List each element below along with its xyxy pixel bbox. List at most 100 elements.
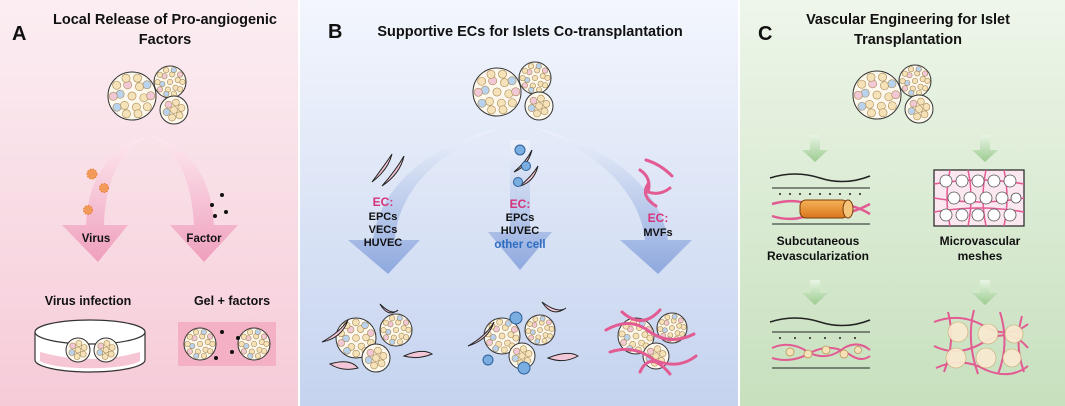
panel-c-arrow-left-bottom (802, 280, 828, 305)
islet-cell (352, 349, 360, 358)
islet-cell (170, 106, 178, 114)
islet-cell (915, 66, 922, 73)
islet-cell (263, 340, 270, 347)
islet-cell (175, 111, 184, 120)
islet-cell (498, 332, 506, 340)
islet-cell (671, 313, 678, 320)
islet-cell (865, 99, 874, 109)
islet-cell (857, 79, 867, 89)
islet-cell (653, 345, 661, 353)
islet-cell (911, 77, 919, 85)
islet-cell (342, 334, 350, 343)
islet-cell (528, 334, 535, 341)
islet-cell (362, 333, 370, 342)
islet-cell (924, 77, 931, 84)
islet-cell (922, 103, 931, 111)
islet-cell (68, 349, 76, 356)
islet-cell (674, 330, 681, 336)
islet-cell (504, 320, 512, 327)
islet-cell (632, 332, 640, 340)
islet (183, 327, 217, 361)
islet-cell (184, 341, 191, 348)
islet-cell (200, 329, 207, 336)
islet-cell (527, 104, 536, 112)
islet-cell (122, 109, 131, 119)
panel-c-title-line2: Transplantation (854, 32, 962, 48)
islet-cell (261, 333, 268, 340)
islet-cell (196, 340, 204, 348)
islet-cell (867, 108, 876, 118)
islet-cell (254, 352, 261, 359)
islet-cell (531, 322, 538, 328)
islet-cell (240, 348, 247, 355)
islet-cell (486, 69, 496, 79)
islet-cell (679, 331, 685, 337)
islet-cell (857, 101, 867, 111)
islet-cell (525, 350, 533, 358)
subcutaneous-label-line1: Subcutaneous (777, 234, 860, 248)
islet-cell (548, 326, 555, 332)
panel-a-right-arrow (150, 135, 238, 262)
vascularized-mesh-icon (933, 309, 1029, 376)
islet-cluster-c (852, 64, 934, 124)
islet-cluster-a (107, 65, 189, 125)
islet-cell (659, 350, 667, 358)
islet-cell (542, 67, 549, 74)
islet-cell (193, 329, 200, 336)
mesh-label-line1: Microvascular (940, 234, 1021, 248)
outcome-gel-factors: Gel + factors (194, 294, 270, 308)
islet-cell (247, 329, 254, 336)
islet-cell (521, 82, 528, 89)
islet-cell (913, 112, 921, 121)
panel-a-title-line1: Local Release of Pro-angiogenic (53, 12, 277, 28)
islet (379, 313, 413, 347)
panel-c-arrow-right-top (972, 135, 998, 162)
islet-cell (507, 331, 515, 339)
islet-cell (380, 327, 387, 334)
islet-cell (909, 99, 918, 108)
islet-cell (539, 315, 546, 322)
islet-cell (120, 100, 129, 110)
islet-cell (532, 316, 539, 323)
islet-cell (73, 353, 81, 360)
islet-cell (207, 333, 214, 340)
islet-cell (163, 67, 170, 74)
islet-cell (186, 333, 193, 340)
islet-cell (500, 346, 508, 354)
islet-cell (535, 63, 542, 70)
islet-cell (853, 90, 863, 100)
islet-cell (878, 72, 887, 82)
islet-cell (891, 90, 901, 100)
islet-cell (101, 353, 109, 360)
islet (93, 337, 119, 363)
islet-cell (534, 338, 541, 345)
other-cell-icon (513, 144, 531, 187)
islet-cell (492, 87, 502, 97)
islet-cell (240, 333, 247, 340)
islet-cell (112, 102, 122, 112)
islet-cell (364, 356, 373, 364)
panel-b-arrow-right (535, 128, 692, 274)
ec-left-line3: HUVEC (364, 237, 403, 249)
arrow-label-factor: Factor (186, 233, 222, 245)
islet-cell (531, 74, 539, 82)
islet-cell (261, 348, 268, 355)
islet (483, 317, 521, 355)
islet (508, 342, 536, 370)
islet-cell (135, 82, 144, 92)
islet-cell (511, 326, 518, 333)
islet-cell (112, 80, 122, 90)
islet-cell (887, 101, 897, 111)
islet-cell (528, 86, 535, 93)
islet (656, 312, 688, 344)
islet-cell (96, 349, 104, 356)
islet-cell (142, 80, 152, 90)
panel-b-arrow-middle (488, 140, 552, 270)
islet-cell (193, 352, 200, 359)
panel-b-title: Supportive ECs for Islets Co-transplanta… (377, 24, 682, 40)
islet-cell (659, 319, 665, 325)
islet-cell (162, 108, 171, 116)
subcutaneous-tissue-icon (769, 173, 871, 225)
